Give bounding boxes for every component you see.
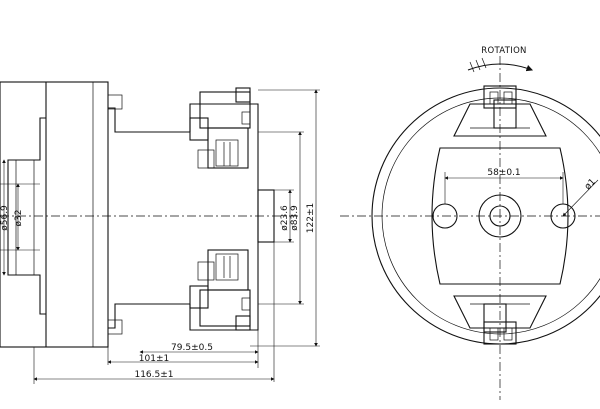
center-plate bbox=[431, 147, 569, 285]
dim-outer-diameter: ø56.9 bbox=[0, 205, 10, 231]
dim-length-a: 79.5±0.5 bbox=[171, 343, 213, 353]
shaft-boss bbox=[257, 189, 275, 243]
rotation-arrow bbox=[467, 63, 534, 72]
brush-holder-lower bbox=[189, 249, 251, 331]
brush-holder-upper bbox=[189, 87, 251, 169]
dim-length-b: 101±1 bbox=[139, 354, 169, 364]
dim-shaft-diameter: ø23.6 bbox=[280, 205, 290, 231]
dim-height: 122±1 bbox=[306, 203, 316, 233]
dim-length-c: 116.5±1 bbox=[134, 370, 173, 380]
dim-inner-diameter: ø32 bbox=[14, 210, 24, 227]
front-brush-holder-upper bbox=[453, 85, 547, 137]
rotation-label: ROTATION bbox=[481, 46, 526, 56]
dim-hole-spacing: 58±0.1 bbox=[487, 168, 520, 178]
shaft-hub bbox=[478, 194, 522, 238]
front-view: ROTATION 58±0.1 ø1 bbox=[340, 46, 600, 400]
shaft-bore bbox=[489, 205, 511, 227]
dim-body-diameter: ø83.9 bbox=[290, 205, 300, 231]
motor-housing bbox=[0, 81, 109, 348]
dim-hole-diameter: ø1 bbox=[583, 177, 598, 192]
inlet-recess bbox=[7, 117, 46, 315]
front-brush-holder-lower bbox=[453, 295, 547, 345]
side-view: ø56.9 ø32 ø23.6 ø83.9 122±1 79.5±0.5 101… bbox=[0, 81, 320, 384]
